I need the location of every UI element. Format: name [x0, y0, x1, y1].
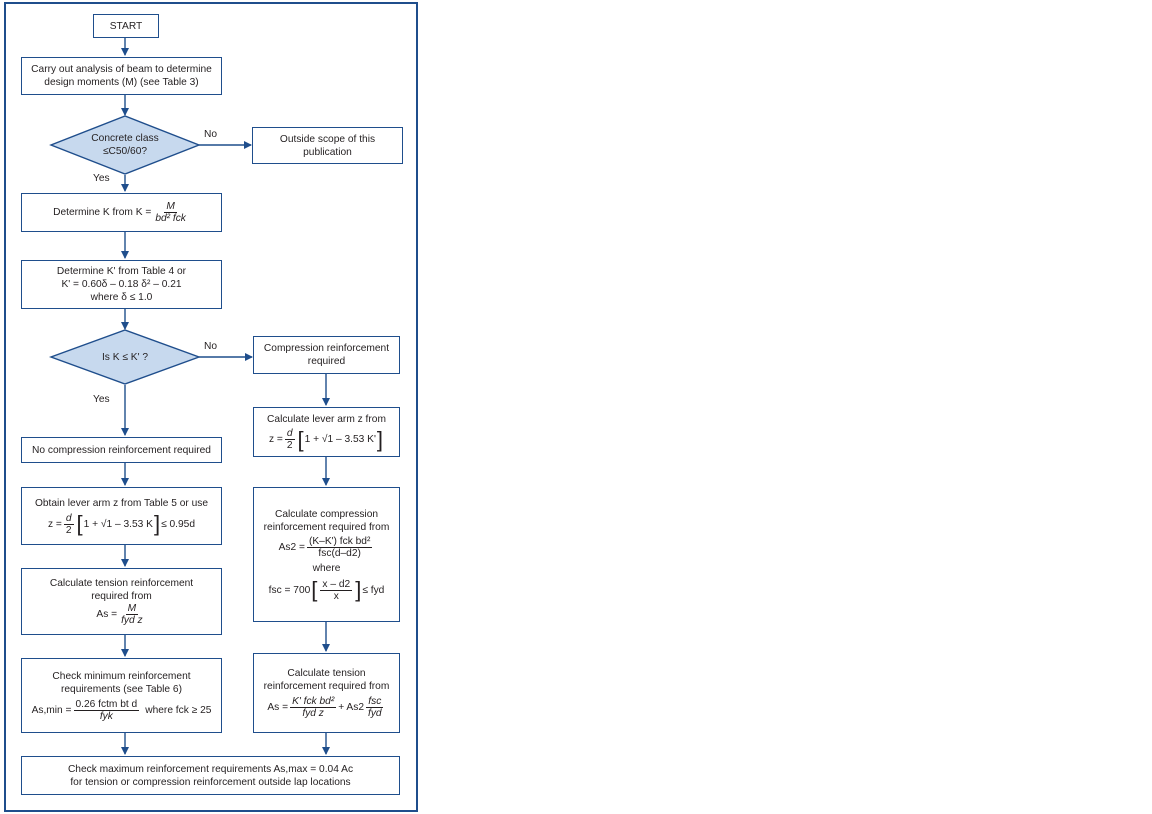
minimum-fraction: 0.26 fctm bt d fyk — [73, 698, 140, 722]
minimum-box: Check minimum reinforcement requirements… — [21, 658, 222, 733]
lever-left-fraction: d 2 — [63, 512, 74, 536]
lever-arm-right-box: Calculate lever arm z from z = d 2 [ 1 +… — [253, 407, 400, 457]
lever-right-fraction: d 2 — [284, 428, 295, 451]
tension-right-box: Calculate tension reinforcement required… — [253, 653, 400, 733]
tension-right-num: K' fck bd² — [290, 696, 337, 708]
minimum-num: 0.26 fctm bt d — [73, 698, 140, 711]
compression-required-text: Compression reinforcement required — [263, 343, 390, 367]
lever-right-two: 2 — [286, 440, 293, 451]
k-fraction: M bd² fck — [153, 201, 188, 224]
tension-right-plus: + As2 — [338, 702, 364, 713]
decision-concrete-text: Concrete class ≤C50/60? — [91, 133, 159, 157]
kprime-line1: Determine K' from Table 4 or — [56, 266, 187, 277]
decision-k-text: Is K ≤ K' ? — [101, 351, 149, 363]
lever-right-inner: 1 + √1 – 3.53 K' — [304, 434, 376, 445]
determine-k-box: Determine K from K = M bd² fck — [21, 193, 222, 232]
compression-calc-line1: Calculate compression — [274, 508, 379, 520]
no-label-2: No — [204, 341, 218, 352]
compression-calc-where: where — [312, 562, 341, 574]
tension-right-num2: fsc — [366, 696, 384, 708]
tension-right-lhs: As = — [267, 702, 289, 713]
analysis-box: Carry out analysis of beam to determine … — [21, 57, 222, 95]
start-label: START — [109, 20, 143, 32]
lever-right-d: d — [284, 428, 295, 440]
tension-left-lhs: As = — [96, 609, 118, 620]
lever-left-line1: Obtain lever arm z from Table 5 or use — [34, 497, 209, 509]
outside-scope-text: Outside scope of this publication — [279, 133, 376, 158]
tension-right-line2: reinforcement required from — [263, 681, 390, 692]
tension-right-den: fyd z — [302, 708, 324, 719]
lever-right-line1: Calculate lever arm z from — [267, 414, 386, 425]
minimum-lhs: As,min = — [31, 704, 72, 716]
compression-required-box: Compression reinforcement required — [253, 336, 400, 374]
tension-left-line2: required from — [91, 591, 152, 602]
outside-scope-box: Outside scope of this publication — [252, 127, 403, 164]
flowchart-frame — [4, 2, 418, 812]
determine-k-text: Determine K from K = — [53, 207, 152, 218]
no-label-1: No — [204, 129, 218, 140]
maximum-box: Check maximum reinforcement requirements… — [21, 756, 400, 795]
compression-calc-line2: reinforcement required from — [263, 521, 390, 533]
k-denominator: bd² fck — [155, 213, 186, 224]
lever-left-tail: ≤ 0.95d — [161, 518, 196, 530]
decision-concrete-shape — [49, 115, 201, 175]
fsc-fraction: x – d2 x — [320, 578, 353, 602]
lever-left-inner: 1 + √1 – 3.53 K — [83, 518, 153, 530]
fsc-num: x – d2 — [320, 578, 353, 591]
compression-calc-den: fsc(d–d2) — [318, 547, 361, 559]
tension-left-fraction: M fyd z — [119, 603, 145, 626]
lever-left-two: 2 — [65, 524, 72, 536]
analysis-text: Carry out analysis of beam to determine … — [31, 64, 212, 88]
no-compression-text: No compression reinforcement required — [32, 444, 211, 456]
lever-left-z: z = — [47, 518, 62, 530]
tension-right-den2: fyd — [368, 708, 382, 719]
lever-left-d: d — [63, 512, 74, 525]
fsc-den: x — [333, 590, 339, 602]
decision-k: Is K ≤ K' ? — [81, 349, 169, 365]
decision-k-shape — [48, 329, 202, 385]
tension-left-box: Calculate tension reinforcement required… — [21, 568, 222, 635]
minimum-line1: Check minimum reinforcement — [52, 670, 191, 682]
no-compression-box: No compression reinforcement required — [21, 437, 222, 463]
fsc-tail: ≤ fyd — [362, 584, 385, 596]
decision-concrete: Concrete class ≤C50/60? — [81, 130, 169, 160]
k-numerator: M — [164, 201, 177, 213]
kprime-line3: where δ ≤ 1.0 — [90, 292, 153, 303]
minimum-line2: requirements (see Table 6) — [61, 683, 182, 695]
tension-left-num: M — [125, 603, 139, 615]
maximum-line2: for tension or compression reinforcement… — [70, 776, 351, 788]
tension-right-fraction2: fsc fyd — [366, 696, 384, 719]
determine-kprime-box: Determine K' from Table 4 or K' = 0.60δ … — [21, 260, 222, 309]
start-box: START — [93, 14, 159, 38]
tension-right-fraction: K' fck bd² fyd z — [290, 696, 337, 719]
tension-right-line1: Calculate tension — [287, 668, 366, 679]
lever-right-z: z = — [268, 434, 283, 445]
fsc-lhs: fsc = 700 — [268, 584, 311, 596]
tension-left-den: fyd z — [121, 615, 143, 626]
compression-calc-fraction: (K–K') fck bd² fsc(d–d2) — [306, 535, 373, 559]
tension-left-line1: Calculate tension reinforcement — [49, 578, 194, 589]
lever-arm-left-box: Obtain lever arm z from Table 5 or use z… — [21, 487, 222, 545]
yes-label-2: Yes — [93, 394, 110, 405]
minimum-tail: where fck ≥ 25 — [145, 704, 212, 716]
yes-label-1: Yes — [93, 173, 110, 184]
compression-calc-num: (K–K') fck bd² — [306, 535, 373, 548]
kprime-line2: K' = 0.60δ – 0.18 δ² – 0.21 — [61, 279, 182, 290]
compression-calc-lhs: As2 = — [278, 541, 305, 553]
compression-calc-box: Calculate compression reinforcement requ… — [253, 487, 400, 622]
minimum-den: fyk — [99, 710, 113, 722]
maximum-line1: Check maximum reinforcement requirements… — [67, 763, 354, 775]
